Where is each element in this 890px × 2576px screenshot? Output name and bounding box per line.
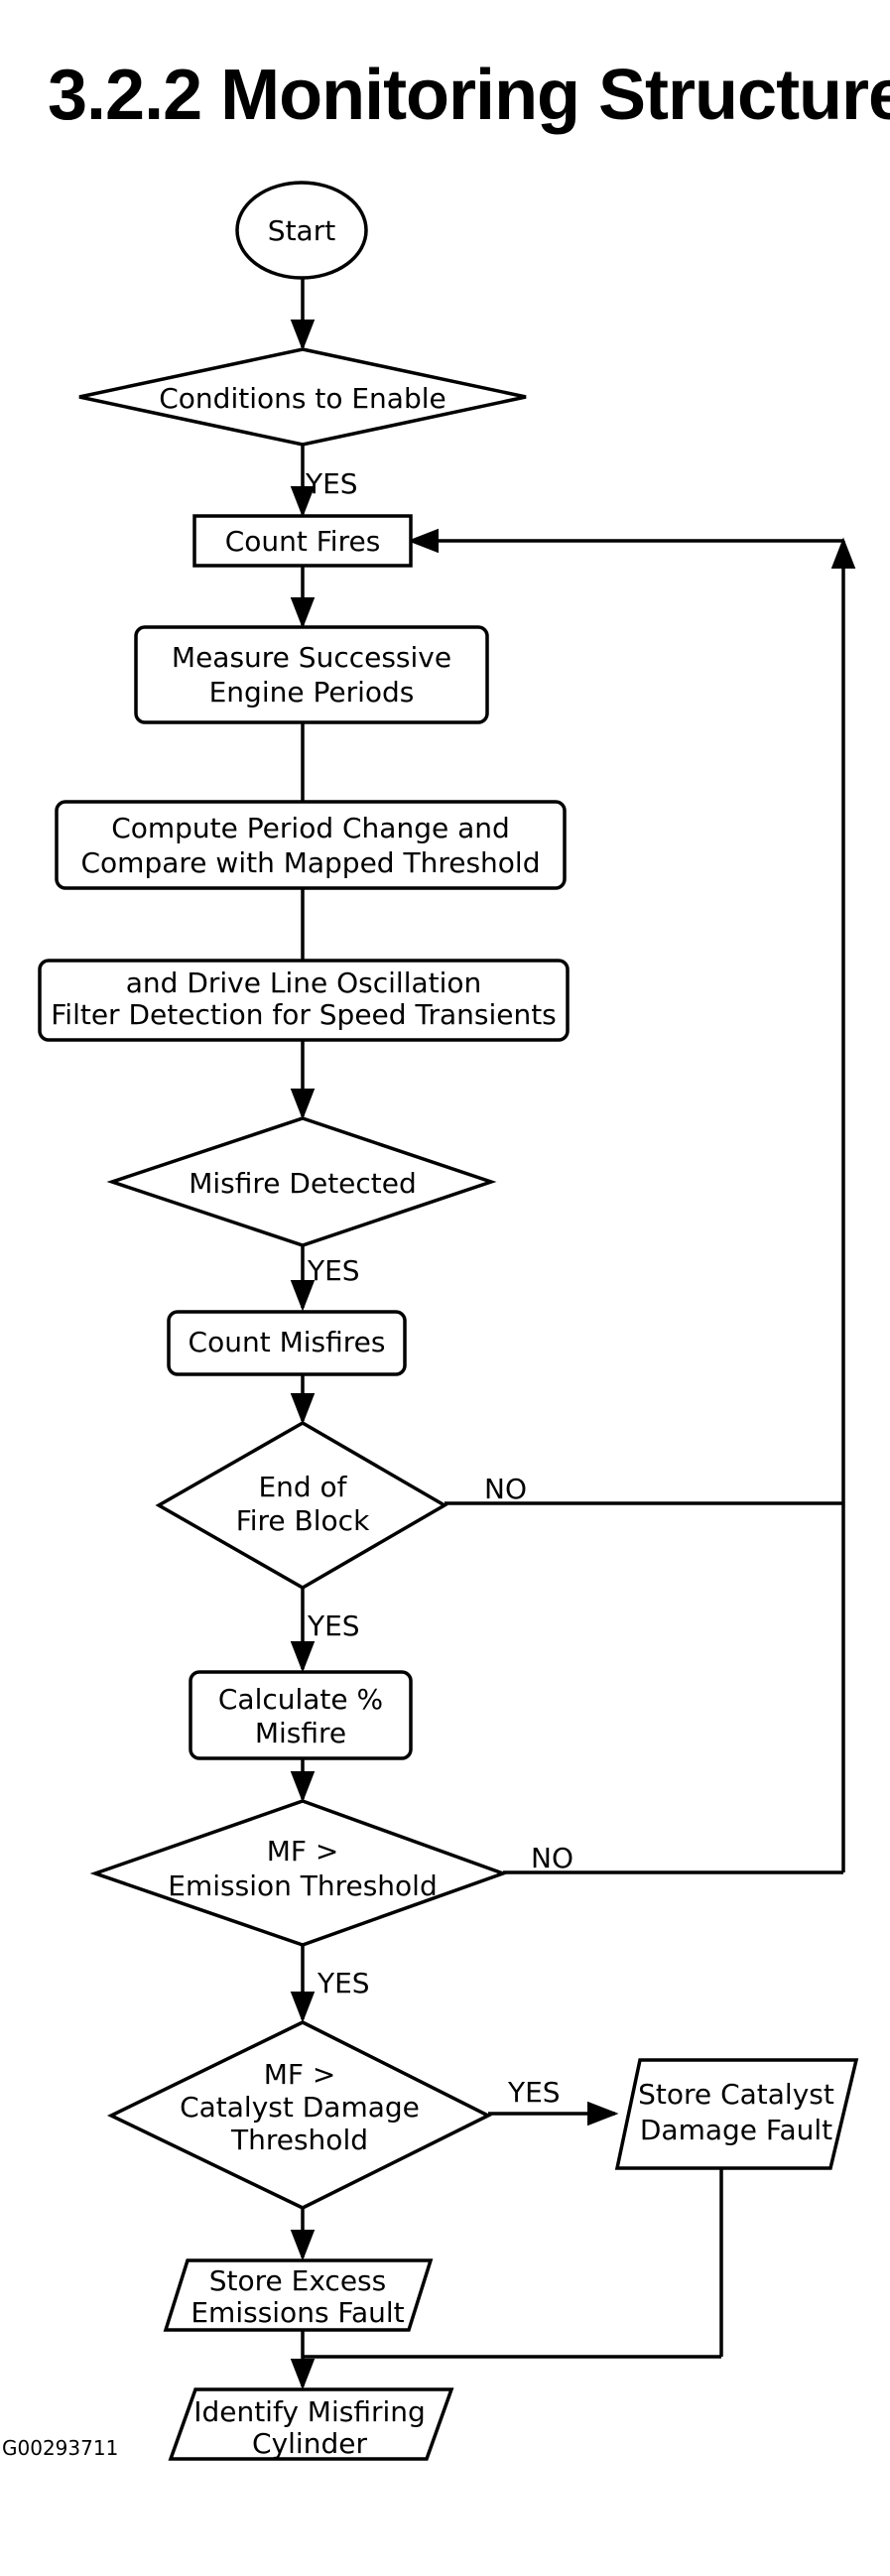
node-store-catalyst-line1: Store Catalyst	[638, 2078, 834, 2111]
edge-label-yes-catalyst: YES	[507, 2076, 561, 2109]
node-store-excess-line1: Store Excess	[209, 2264, 386, 2297]
node-calc-misfire: Calculate % Misfire	[189, 1670, 413, 1760]
node-measure: Measure Successive Engine Periods	[134, 625, 489, 724]
node-mf-emission-line1: MF >	[267, 1835, 339, 1868]
node-store-catalyst: Store Catalyst Damage Fault	[614, 2058, 859, 2170]
node-misfire-detected-label: Misfire Detected	[189, 1167, 417, 1200]
node-store-excess: Store Excess Emissions Fault	[163, 2258, 434, 2332]
node-calc-misfire-line1: Calculate %	[218, 1683, 383, 1716]
node-store-catalyst-line2: Damage Fault	[640, 2114, 832, 2146]
node-identify-line2: Cylinder	[252, 2427, 367, 2460]
node-end-block-line2: Fire Block	[236, 1504, 370, 1537]
node-identify: Identify Misfiring Cylinder	[168, 2387, 454, 2461]
node-filter-line1: and Drive Line Oscillation	[126, 966, 482, 999]
node-end-block-line1: End of	[258, 1471, 347, 1503]
edge-label-no-emission: NO	[531, 1842, 573, 1874]
node-misfire-detected: Misfire Detected	[106, 1116, 497, 1247]
edge-label-no-end-block: NO	[484, 1473, 527, 1505]
node-compute-line1: Compute Period Change and	[111, 812, 510, 844]
node-mf-emission: MF > Emission Threshold	[89, 1799, 509, 1947]
node-calc-misfire-line2: Misfire	[255, 1717, 346, 1749]
node-identify-line1: Identify Misfiring	[193, 2395, 426, 2428]
node-conditions: Conditions to Enable	[78, 347, 527, 447]
edge-label-yes-conditions: YES	[305, 467, 358, 500]
node-start-label: Start	[268, 214, 335, 247]
node-measure-line2: Engine Periods	[209, 676, 415, 708]
node-filter: and Drive Line Oscillation Filter Detect…	[38, 959, 570, 1042]
node-conditions-label: Conditions to Enable	[159, 382, 446, 415]
node-start: Start	[235, 181, 368, 280]
node-count-misfires-label: Count Misfires	[189, 1326, 386, 1358]
edge-label-yes-misfire: YES	[307, 1254, 360, 1287]
node-count-fires-label: Count Fires	[225, 525, 381, 558]
node-end-block: End of Fire Block	[155, 1420, 448, 1591]
node-filter-line2: Filter Detection for Speed Transients	[51, 998, 557, 1031]
node-mf-catalyst: MF > Catalyst Damage Threshold	[106, 2020, 492, 2210]
figure-id: G00293711	[2, 2436, 119, 2460]
node-compute-line2: Compare with Mapped Threshold	[81, 846, 541, 879]
node-measure-line1: Measure Successive	[172, 641, 451, 674]
node-mf-catalyst-line1: MF >	[264, 2058, 336, 2091]
edge-label-yes-emission: YES	[317, 1967, 370, 1999]
node-count-fires: Count Fires	[192, 514, 413, 568]
page-title: 3.2.2 Monitoring Structure	[48, 56, 890, 135]
edge-label-yes-end-block: YES	[307, 1610, 360, 1642]
connectors	[290, 278, 856, 2390]
node-mf-emission-line2: Emission Threshold	[168, 1869, 437, 1902]
node-mf-catalyst-line2: Catalyst Damage	[180, 2091, 420, 2124]
node-mf-catalyst-line3: Threshold	[230, 2124, 368, 2156]
node-count-misfires: Count Misfires	[167, 1310, 407, 1376]
node-compute: Compute Period Change and Compare with M…	[55, 800, 567, 890]
node-store-excess-line2: Emissions Fault	[191, 2296, 404, 2329]
